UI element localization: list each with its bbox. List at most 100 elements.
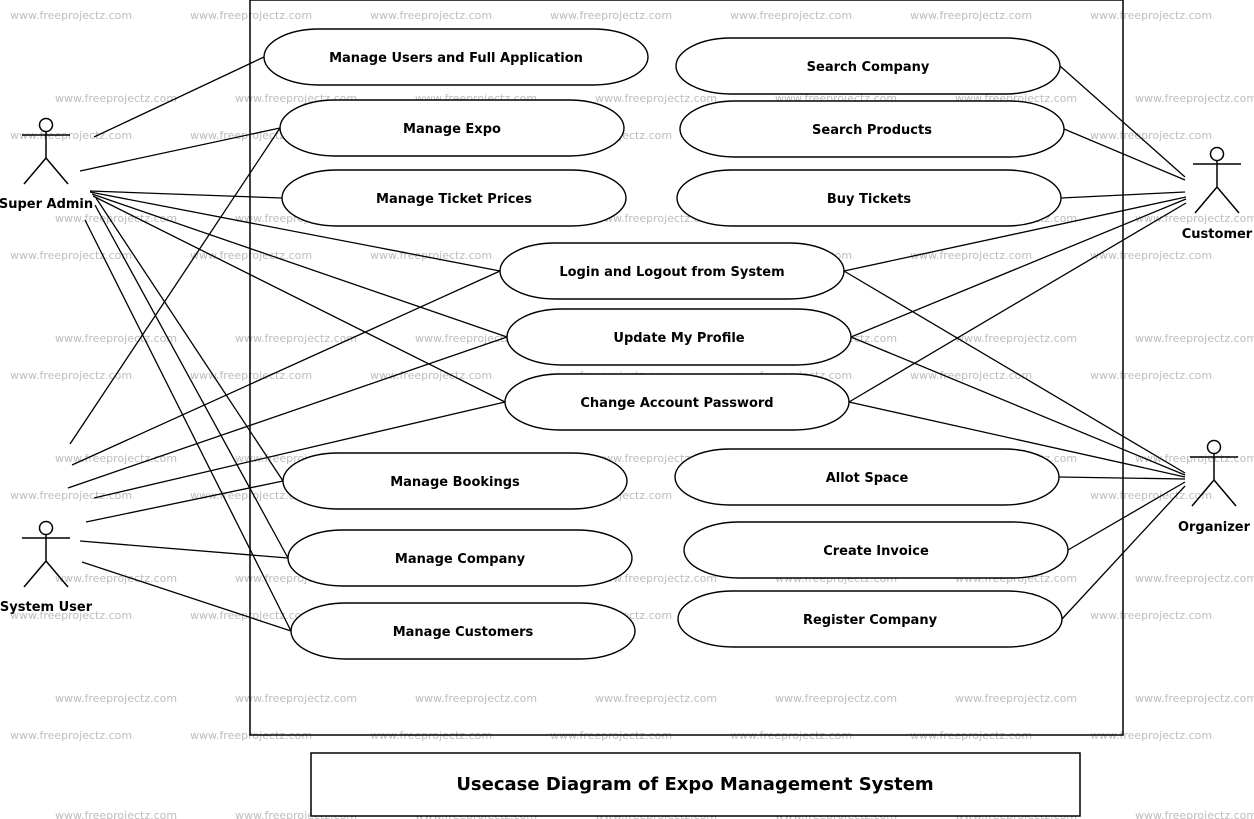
watermark-text: www.freeprojectz.com — [10, 489, 132, 502]
association-organizer-allot-space — [1058, 476, 1186, 480]
watermark-text: www.freeprojectz.com — [10, 249, 132, 262]
actor-stick-figure-icon — [22, 520, 70, 588]
watermark-text: www.freeprojectz.com — [190, 609, 312, 622]
use-case-buy-tickets: Buy Tickets — [676, 169, 1062, 227]
association-system-user-update-profile — [67, 336, 508, 489]
watermark-text: www.freeprojectz.com — [55, 572, 177, 585]
association-system-user-manage-expo — [69, 127, 281, 445]
association-super-admin-manage-users — [93, 56, 265, 138]
association-organizer-update-profile — [850, 336, 1186, 476]
use-case-shape — [263, 28, 649, 86]
use-case-search-products: Search Products — [679, 100, 1065, 158]
use-case-manage-expo: Manage Expo — [279, 99, 625, 157]
watermark-text: www.freeprojectz.com — [10, 9, 132, 22]
diagram-title: Usecase Diagram of Expo Management Syste… — [456, 774, 933, 795]
watermark-text: www.freeprojectz.com — [910, 369, 1032, 382]
watermark-text: www.freeprojectz.com — [550, 9, 672, 22]
watermark-text: www.freeprojectz.com — [595, 572, 717, 585]
use-case-label: Create Invoice — [823, 544, 929, 559]
association-super-admin-update-profile — [91, 193, 508, 338]
watermark-text: www.freeprojectz.com — [910, 249, 1032, 262]
association-super-admin-manage-company — [94, 204, 289, 559]
association-customer-update-profile — [850, 198, 1187, 338]
watermark-text: www.freeprojectz.com — [955, 692, 1077, 705]
use-case-shape — [282, 452, 628, 510]
use-case-label: Manage Customers — [393, 625, 534, 640]
watermark-text: www.freeprojectz.com — [190, 489, 312, 502]
watermark-text: www.freeprojectz.com — [1090, 609, 1212, 622]
use-case-login-logout: Login and Logout from System — [499, 242, 845, 300]
watermark-text: www.freeprojectz.com — [1135, 692, 1254, 705]
actor-stick-figure-icon — [1193, 146, 1241, 214]
use-case-label: Register Company — [803, 613, 938, 628]
use-case-label: Manage Users and Full Application — [329, 51, 583, 66]
association-organizer-register-company — [1061, 485, 1186, 620]
association-customer-search-products — [1063, 128, 1186, 181]
use-case-shape — [679, 100, 1065, 158]
association-customer-search-company — [1059, 65, 1186, 178]
actor-customer: Customer — [1182, 146, 1253, 242]
use-case-shape — [504, 373, 850, 431]
watermark-text: www.freeprojectz.com — [55, 452, 177, 465]
watermark-text: www.freeprojectz.com — [595, 92, 717, 105]
system-boundary — [249, 0, 1124, 736]
use-case-shape — [674, 448, 1060, 506]
association-customer-buy-tickets — [1060, 191, 1186, 199]
use-case-shape — [683, 521, 1069, 579]
watermark-text: www.freeprojectz.com — [190, 249, 312, 262]
diagram-title-box: Usecase Diagram of Expo Management Syste… — [310, 752, 1081, 817]
association-organizer-change-password — [848, 401, 1186, 478]
watermark-text: www.freeprojectz.com — [370, 369, 492, 382]
use-case-label: Update My Profile — [613, 331, 744, 346]
watermark-text: www.freeprojectz.com — [55, 212, 177, 225]
watermark-text: www.freeprojectz.com — [235, 692, 357, 705]
watermark-text: www.freeprojectz.com — [1090, 489, 1212, 502]
association-organizer-login-logout — [843, 270, 1186, 474]
use-case-label: Manage Company — [395, 552, 526, 567]
association-customer-change-password — [848, 202, 1187, 403]
watermark-text: www.freeprojectz.com — [55, 692, 177, 705]
watermark-text: www.freeprojectz.com — [955, 332, 1077, 345]
use-case-label: Buy Tickets — [827, 192, 912, 207]
watermark-text: www.freeprojectz.com — [235, 332, 357, 345]
use-case-shape — [675, 37, 1061, 95]
watermark-text: www.freeprojectz.com — [1090, 369, 1212, 382]
watermark-text: www.freeprojectz.com — [730, 9, 852, 22]
use-case-create-invoice: Create Invoice — [683, 521, 1069, 579]
watermark-text: www.freeprojectz.com — [1135, 332, 1254, 345]
use-case-change-password: Change Account Password — [504, 373, 850, 431]
association-organizer-create-invoice — [1067, 481, 1186, 551]
use-case-manage-users: Manage Users and Full Application — [263, 28, 649, 86]
watermark-text: www.freeprojectz.com — [1090, 249, 1212, 262]
watermark-text: www.freeprojectz.com — [1090, 129, 1212, 142]
watermark-text: www.freeprojectz.com — [10, 369, 132, 382]
actor-system-user: System User — [0, 520, 93, 615]
watermark-text: www.freeprojectz.com — [1090, 9, 1212, 22]
watermark-text: www.freeprojectz.com — [235, 809, 357, 819]
use-case-label: Manage Expo — [403, 122, 501, 137]
use-case-shape — [281, 169, 627, 227]
use-case-label: Change Account Password — [580, 396, 773, 411]
use-case-label: Manage Bookings — [390, 475, 520, 490]
use-case-manage-ticket-prices: Manage Ticket Prices — [281, 169, 627, 227]
watermark-text: www.freeprojectz.com — [10, 609, 132, 622]
use-case-label: Login and Logout from System — [559, 265, 784, 280]
actor-organizer: Organizer — [1178, 439, 1251, 535]
watermark-text: www.freeprojectz.com — [1090, 729, 1212, 742]
actor-stick-figure-icon — [22, 117, 70, 185]
association-super-admin-change-password — [92, 195, 506, 403]
association-system-user-login-logout — [71, 270, 501, 466]
watermark-text: www.freeprojectz.com — [55, 92, 177, 105]
association-super-admin-manage-customers — [84, 219, 292, 632]
use-case-shape — [676, 169, 1062, 227]
actor-label: System User — [0, 600, 93, 615]
use-case-manage-company: Manage Company — [287, 529, 633, 587]
use-case-label: Manage Ticket Prices — [376, 192, 532, 207]
watermark-text: www.freeprojectz.com — [1135, 809, 1254, 819]
association-super-admin-manage-bookings — [95, 197, 284, 482]
use-case-shape — [499, 242, 845, 300]
watermark-text: www.freeprojectz.com — [1135, 572, 1254, 585]
use-case-label: Search Products — [812, 123, 932, 138]
watermark-text: www.freeprojectz.com — [415, 692, 537, 705]
